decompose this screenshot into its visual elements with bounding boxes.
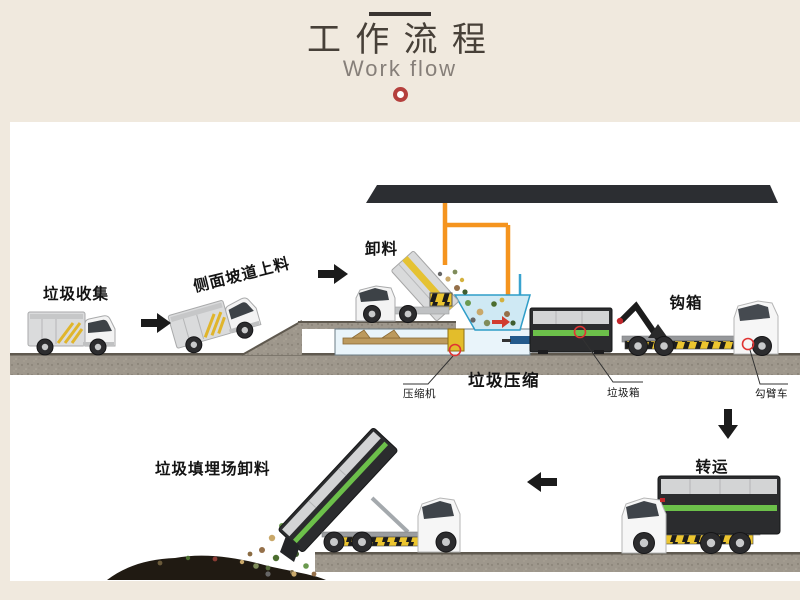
arrow-right-icon — [141, 313, 171, 333]
garbage-in-hopper — [465, 297, 516, 327]
open-tailgate — [280, 536, 300, 562]
page-title: 工作流程 — [307, 21, 501, 59]
ramp-loading-truck — [166, 290, 265, 359]
mound-debris — [157, 555, 294, 574]
label-unload: 卸料 — [365, 239, 398, 258]
highlight-circle-bin — [573, 325, 587, 339]
arrow-left-icon — [527, 472, 557, 492]
label-collect: 垃圾收集 — [43, 284, 109, 303]
garbage-collection-truck — [26, 310, 117, 357]
hook-tip — [616, 317, 624, 325]
hook-lift-truck — [616, 300, 779, 356]
workflow-diagram-panel: 垃圾收集 侧面坡道上料 卸料 钩箱 垃圾压缩 压缩机 垃圾箱 勾臂车 — [10, 122, 800, 581]
loading-ramp — [241, 320, 303, 356]
decorative-ring-icon — [392, 87, 408, 102]
lower-ground-edge — [315, 552, 800, 555]
label-ramp: 侧面坡道上料 — [191, 253, 292, 295]
label-bin: 垃圾箱 — [607, 386, 640, 399]
title-rule — [369, 12, 431, 16]
callout-lines — [403, 337, 788, 385]
landfill-dump-truck — [278, 427, 461, 562]
transfer-truck — [621, 475, 781, 554]
highlight-circle-compressor — [448, 343, 462, 357]
label-hook-truck: 勾臂车 — [755, 387, 788, 400]
workflow-diagram: 垃圾收集 侧面坡道上料 卸料 钩箱 垃圾压缩 压缩机 垃圾箱 勾臂车 — [10, 185, 800, 580]
label-landfill: 垃圾填埋场卸料 — [155, 459, 271, 478]
flow-direction-arrow-icon — [492, 316, 510, 328]
arrow-down-icon — [718, 409, 738, 439]
compression-pit — [334, 328, 532, 356]
compression-hopper — [453, 294, 531, 331]
hook-arm — [619, 301, 661, 341]
label-hookbox: 钩箱 — [669, 293, 702, 312]
label-compressor: 压缩机 — [403, 387, 436, 400]
page-header: 工作流程 Work flow — [0, 0, 800, 122]
garbage-container — [529, 307, 613, 354]
canopy-support-frame — [442, 203, 511, 296]
arrow-right-icon — [318, 264, 348, 284]
label-transfer: 转运 — [695, 457, 728, 476]
lower-ground — [315, 552, 800, 572]
unloading-dump-truck — [355, 251, 459, 323]
station-canopy-roof — [366, 185, 778, 203]
elevated-platform-deck — [298, 321, 456, 329]
upper-ground — [10, 353, 800, 375]
falling-garbage-landfill — [247, 523, 317, 577]
highlight-circle-hook-truck — [741, 337, 755, 351]
page-subtitle: Work flow — [342, 56, 458, 81]
label-compress: 垃圾压缩 — [468, 370, 540, 390]
